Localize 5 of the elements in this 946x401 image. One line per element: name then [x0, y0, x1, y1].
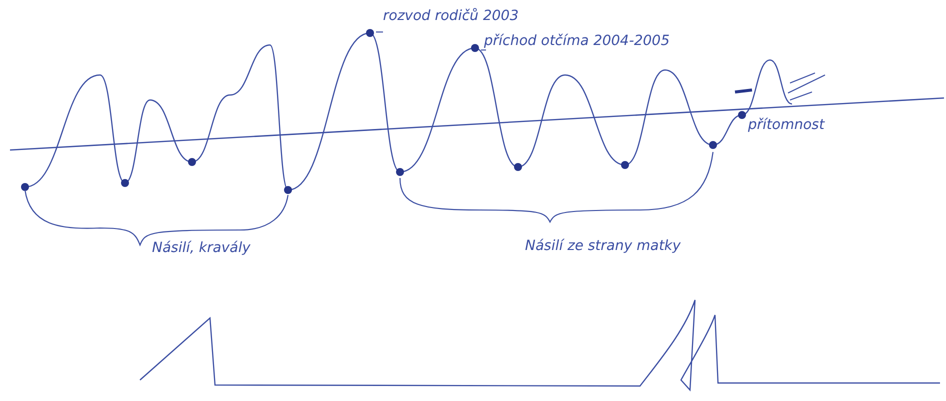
handwritten-note: Násilí, kravály [152, 240, 250, 257]
handwritten-note: přítomnost [748, 117, 824, 134]
handwritten-note: rozvod rodičů 2003 [383, 8, 519, 25]
handwritten-note: Násilí ze strany matky [525, 238, 681, 255]
handwritten-note: příchod otčíma 2004-2005 [484, 33, 670, 50]
